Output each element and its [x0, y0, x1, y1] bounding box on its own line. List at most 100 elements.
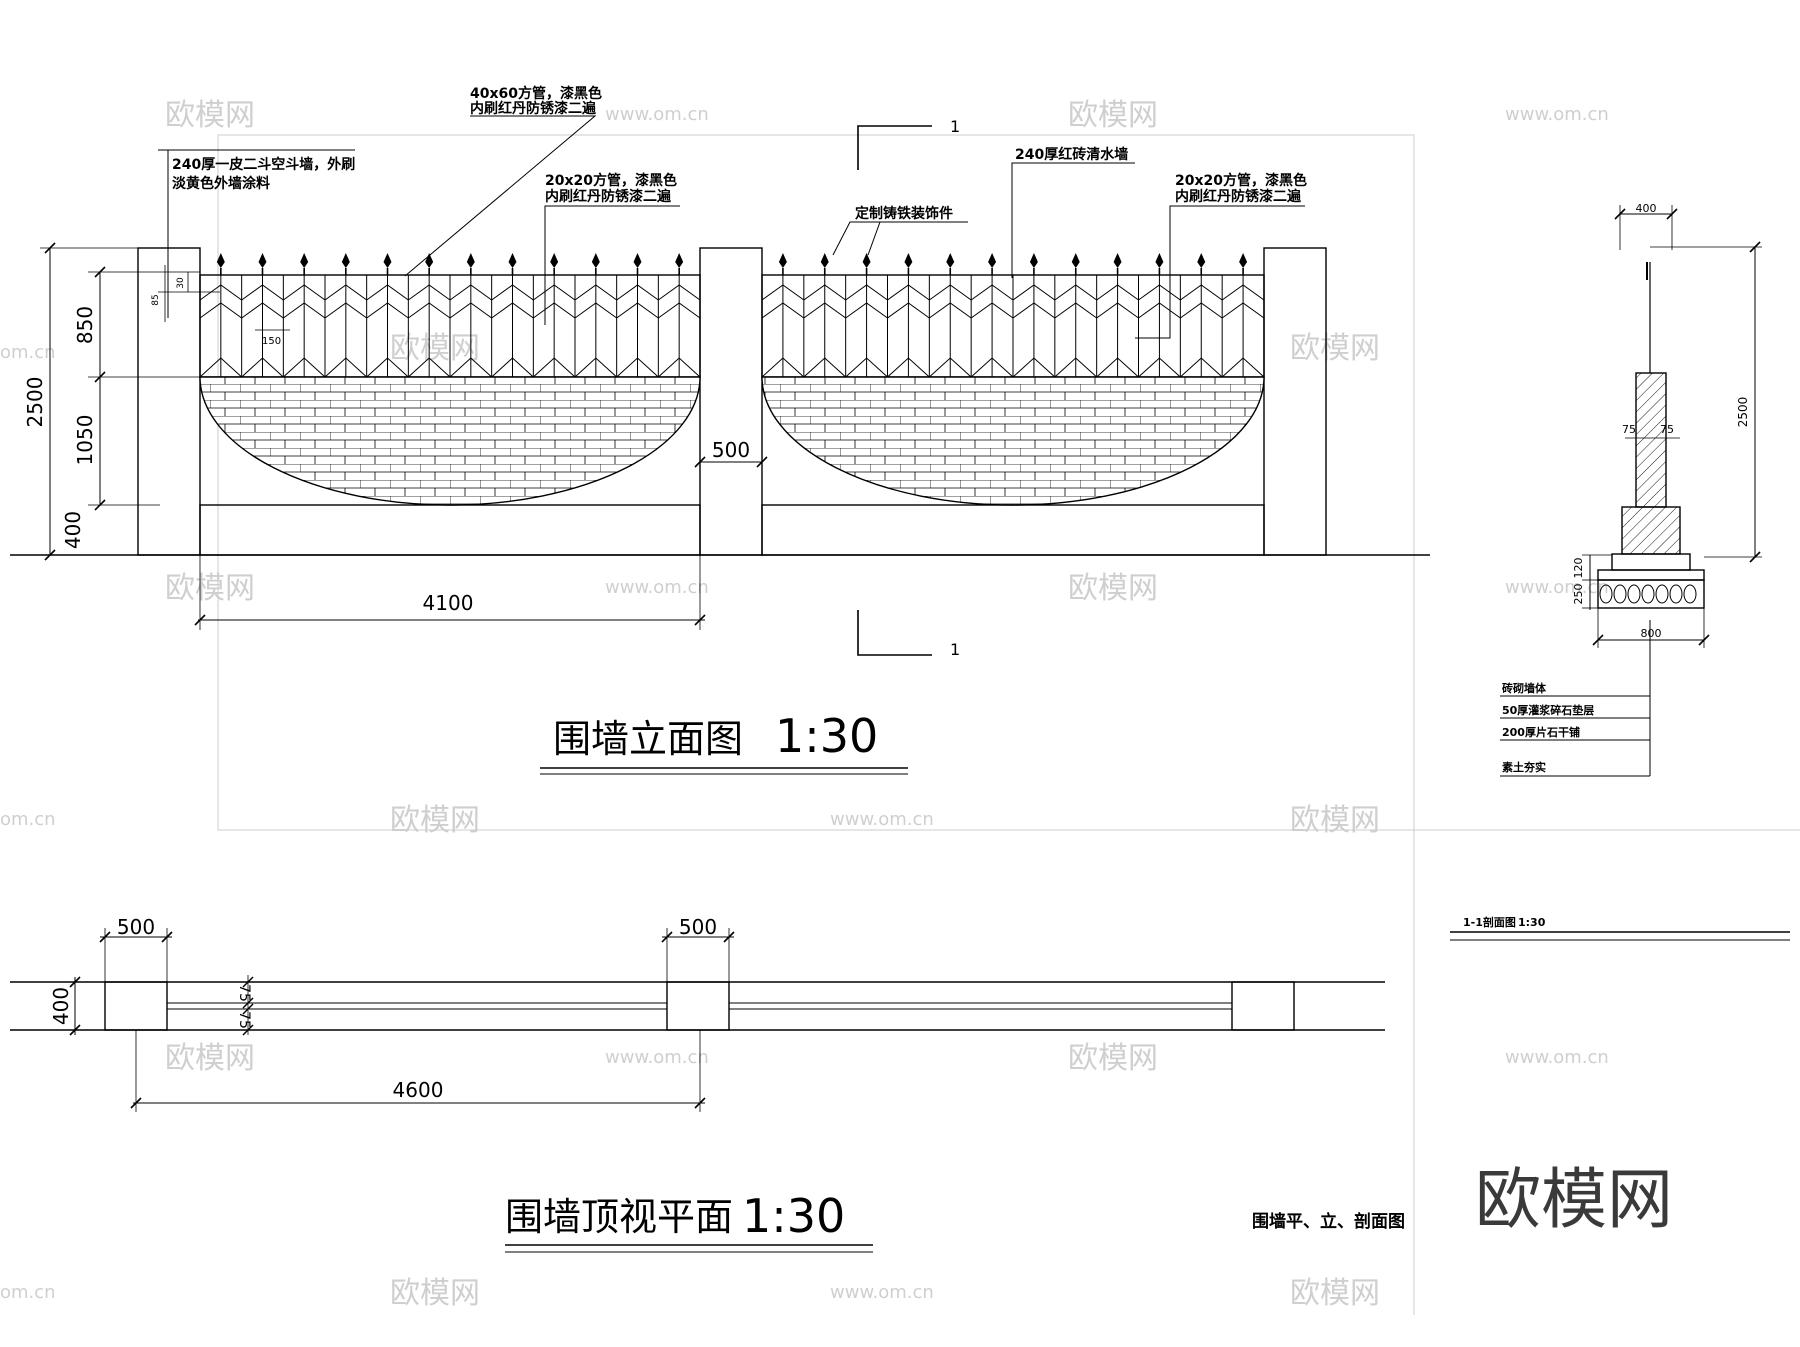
finial-stem — [595, 268, 597, 275]
cut-label-bottom: 1 — [950, 640, 960, 659]
finial — [300, 253, 309, 268]
railing-zigzag — [761, 284, 805, 301]
railing-zigzag — [574, 302, 617, 319]
railing-zigzag — [616, 284, 659, 301]
finial-stem — [1116, 268, 1119, 275]
watermark-text: 欧模网 — [390, 1276, 480, 1311]
railing-zigzag — [241, 284, 284, 301]
railing-zigzag — [1096, 284, 1139, 301]
finial-stem — [949, 268, 952, 275]
railing-zigzag — [657, 357, 701, 378]
watermark-text: 欧模网 — [165, 1041, 255, 1076]
finials — [216, 253, 1248, 275]
finial-stem — [636, 268, 639, 275]
railing-zigzag — [1179, 357, 1223, 378]
railing-zigzag — [532, 357, 576, 378]
railing-zigzag — [449, 357, 493, 378]
finial-stem — [345, 268, 347, 275]
railing-zigzag — [533, 284, 576, 301]
plan-dim-span: 4600 — [393, 1078, 444, 1102]
railing-zigzag — [616, 357, 659, 378]
railing-zigzag — [1221, 284, 1265, 301]
rubble-stone — [1599, 584, 1613, 604]
finial-stem — [1033, 268, 1035, 275]
railing-zigzag — [970, 302, 1014, 319]
note-small-pipe-r1: 20x20方管，漆黑色 — [1175, 172, 1307, 189]
railing-right — [761, 275, 1265, 378]
dim-railing-height: 850 — [73, 306, 97, 344]
dim-30: 30 — [176, 277, 186, 289]
watermark-text: 欧模网 — [1290, 1276, 1380, 1311]
railing-zigzag — [1054, 302, 1097, 319]
finial — [1197, 253, 1206, 268]
plan-dim-pier1: 500 — [117, 915, 155, 939]
watermark-url: www.om.cn — [830, 809, 934, 830]
railing-zigzag — [407, 357, 451, 378]
finial-stem — [1158, 268, 1161, 275]
watermark-text: 欧模网 — [1068, 98, 1158, 133]
finial — [862, 253, 871, 268]
finial-stem — [823, 268, 826, 275]
railing-zigzag — [449, 284, 492, 301]
section-scale: 1:30 — [1518, 916, 1546, 929]
sec-dim-width: 800 — [1641, 627, 1662, 640]
railing-zigzag — [491, 302, 534, 319]
watermark-url: www.om.cn — [1505, 577, 1609, 598]
railing-zigzag — [887, 284, 930, 301]
railing-zigzag — [199, 302, 242, 319]
railing-zigzag — [1012, 302, 1056, 319]
railing-zigzag — [1221, 302, 1265, 319]
railing-zigzag — [283, 302, 326, 319]
watermark-url: www.om.cn — [1505, 104, 1609, 125]
note-red-brick: 240厚红砖清水墙 — [1015, 146, 1128, 163]
brand-watermark: 欧模网 — [1475, 1161, 1673, 1238]
railing-zigzag — [928, 357, 972, 378]
railing-zigzag — [1096, 357, 1139, 378]
rubble-stone — [1613, 584, 1627, 604]
watermark-url: om.cn — [0, 809, 56, 830]
finial — [258, 253, 267, 268]
dim-150: 150 — [262, 336, 281, 347]
finial-stem — [678, 268, 680, 275]
sheet-frame — [217, 134, 1800, 1315]
plan-scale: 1:30 — [742, 1189, 845, 1243]
finial — [1155, 253, 1164, 268]
finial — [591, 253, 600, 268]
railing-zigzag — [929, 284, 972, 301]
railing-zigzag — [1054, 284, 1097, 301]
finial-stem — [865, 268, 868, 275]
watermark-url: www.om.cn — [605, 577, 709, 598]
finial — [550, 253, 559, 268]
railing-zigzag — [324, 357, 368, 378]
watermark-url: www.om.cn — [605, 104, 709, 125]
railing-zigzag — [366, 302, 409, 319]
railing-zigzag — [616, 302, 659, 319]
railing-zigzag — [887, 357, 930, 378]
note-hollow-wall-2: 淡黄色外墙涂料 — [172, 175, 270, 192]
finial — [1239, 253, 1248, 268]
railing-zigzag — [491, 284, 534, 301]
railing-zigzag — [803, 302, 846, 319]
railing-zigzag — [1138, 302, 1181, 319]
note-cast-iron: 定制铸铁装饰件 — [855, 205, 953, 222]
railing-zigzag — [845, 302, 888, 319]
railing-zigzag — [283, 284, 326, 301]
railing-zigzag — [491, 357, 534, 378]
watermark-text: 欧模网 — [165, 98, 255, 133]
finial — [216, 253, 225, 268]
finial — [820, 253, 829, 268]
elevation-scale: 1:30 — [775, 709, 878, 763]
railing-zigzag — [324, 284, 367, 301]
railing-zigzag — [970, 357, 1014, 378]
finial — [904, 253, 913, 268]
finial — [633, 253, 642, 268]
finial-stem — [261, 268, 264, 275]
finial-stem — [470, 268, 472, 275]
railing-zigzag — [1180, 284, 1223, 301]
elevation-title: 围墙立面图 — [553, 717, 743, 761]
sec-dim-120: 120 — [1572, 558, 1585, 579]
watermark-url: www.om.cn — [605, 1047, 709, 1068]
rubble-stone — [1655, 584, 1669, 604]
note-main-pipe-2: 内刷红丹防锈漆二遍 — [470, 100, 597, 117]
